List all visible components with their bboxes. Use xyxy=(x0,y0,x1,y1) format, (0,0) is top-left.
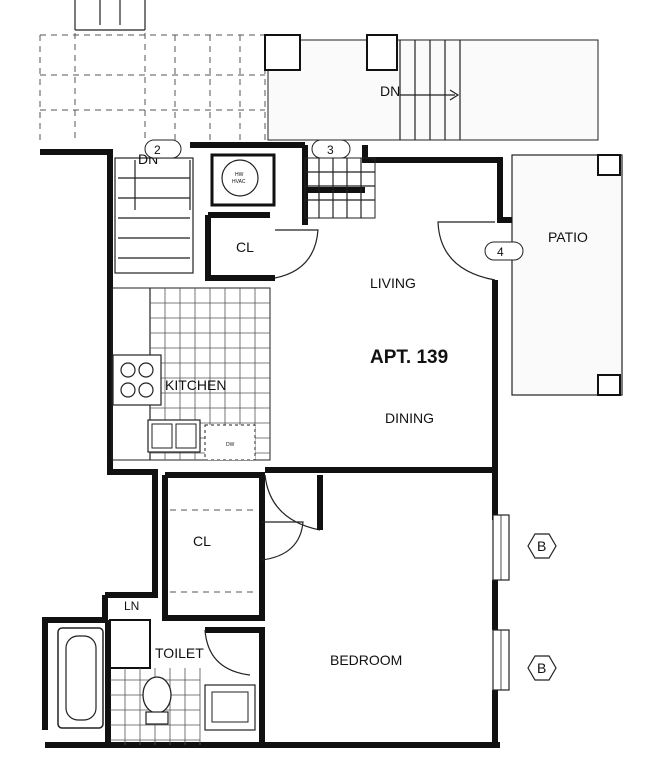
neighbor-structures xyxy=(39,0,266,140)
toilet-label: TOILET xyxy=(155,645,204,661)
marker-b1-hex xyxy=(527,533,557,559)
room-labels: APT. 139 LIVING DINING KITCHEN BEDROOM T… xyxy=(124,83,588,668)
dining-label: DINING xyxy=(385,410,434,426)
markers: 2 3 4 B B xyxy=(144,139,557,681)
marker-b2: B xyxy=(537,660,546,676)
bedroom-label: BEDROOM xyxy=(330,652,402,668)
marker-3-box xyxy=(311,139,351,159)
top-walkway xyxy=(264,34,599,141)
hvac-closet xyxy=(210,153,276,207)
marker-4-box xyxy=(484,241,524,261)
closet-mid-label: CL xyxy=(193,533,211,549)
linen-label: LN xyxy=(124,599,139,613)
bathroom-area xyxy=(57,619,265,745)
marker-2-box xyxy=(144,139,182,159)
marker-3: 3 xyxy=(327,143,334,157)
bedroom-windows xyxy=(492,514,510,691)
exterior-walls xyxy=(40,142,512,748)
patio-door xyxy=(437,221,496,281)
hw-label: HW xyxy=(235,172,244,178)
marker-2: 2 xyxy=(154,143,161,157)
kitchen-label: KITCHEN xyxy=(165,377,226,393)
patio-label: PATIO xyxy=(548,229,588,245)
living-label: LIVING xyxy=(370,275,416,291)
closet-top xyxy=(205,212,319,281)
closet-mid xyxy=(162,472,323,621)
patio-area xyxy=(511,154,623,396)
stair-down-top-label: DN xyxy=(380,83,400,99)
closet-top-label: CL xyxy=(236,239,254,255)
marker-b2-hex xyxy=(527,655,557,681)
kitchen-area xyxy=(111,287,271,461)
marker-4: 4 xyxy=(497,245,504,259)
dishwasher-label: DW xyxy=(226,442,235,448)
hvac-label: HVAC xyxy=(232,179,246,185)
marker-b1: B xyxy=(537,538,546,554)
stair-down-left xyxy=(114,157,194,274)
unit-title: APT. 139 xyxy=(370,347,448,368)
entry-tile xyxy=(304,157,376,219)
